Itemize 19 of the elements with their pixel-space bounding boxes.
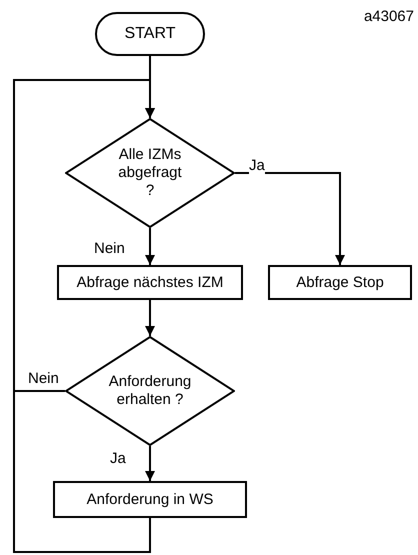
arrow [13,79,155,553]
node-label: Anforderung in WS [86,490,214,508]
arrow [235,172,345,265]
process-box [268,265,412,300]
figure-number: a43067 [364,8,414,26]
process-box [57,265,243,300]
node-label: Abfrage Stop [296,274,384,292]
node-label: Alle IZMs abgefragt ? [117,146,183,200]
edge-label: Ja [249,157,265,175]
node-label: Abfrage nächstes IZM [76,274,224,292]
arrow [145,446,155,481]
arrow [145,300,155,336]
process-box [53,481,247,518]
decision-diamond [65,336,235,446]
decision-diamond [65,118,235,228]
node-label: Anforderung erhalten ? [108,373,192,409]
arrow [145,228,155,265]
start-terminal [95,12,205,56]
node-label: START [124,25,176,43]
